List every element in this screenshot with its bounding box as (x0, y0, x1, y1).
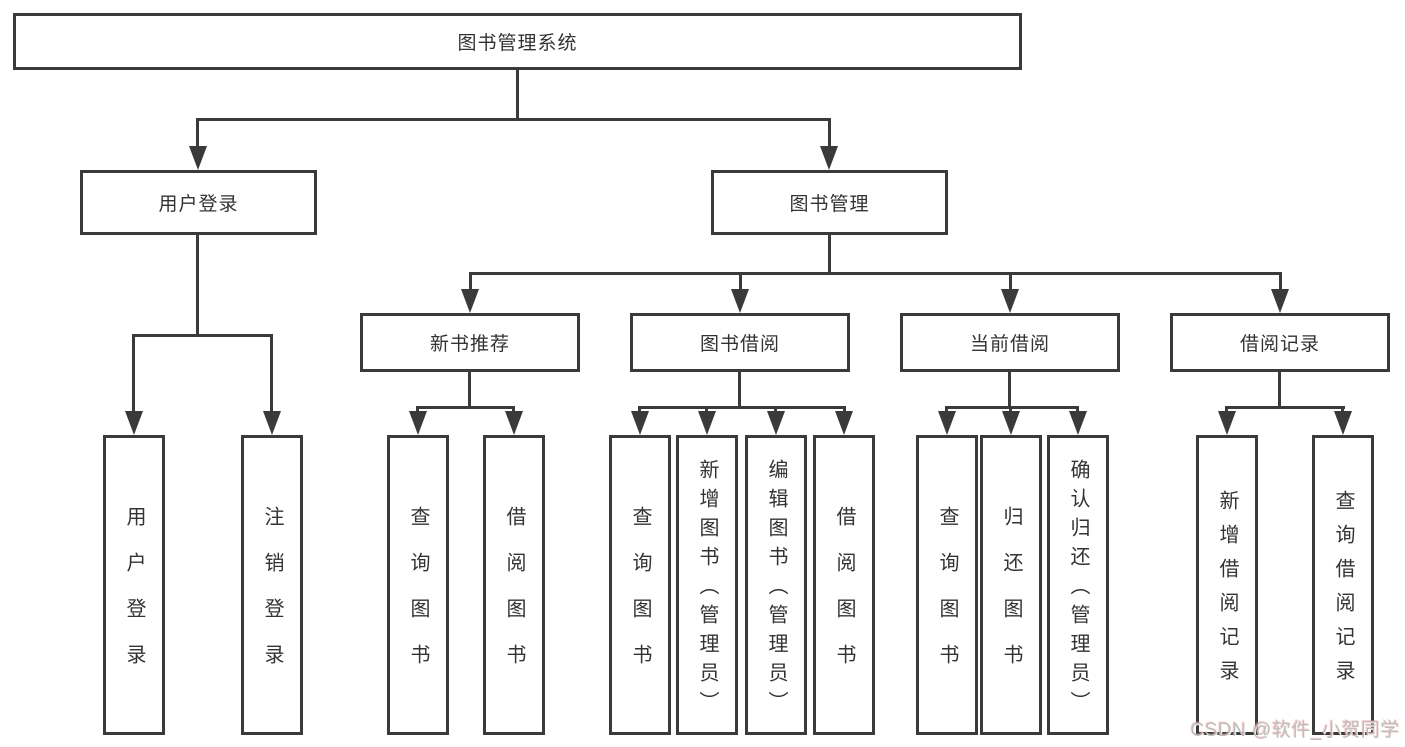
node-label: 图书管理 (789, 194, 870, 215)
node-book-management: 图书管理 (711, 170, 948, 235)
node-label: 查询图书 (936, 506, 958, 690)
down-arrowhead-icon (263, 411, 281, 435)
down-arrowhead-icon (767, 411, 785, 435)
connector-line (1279, 272, 1282, 293)
node-label: 查询借阅记录 (1332, 490, 1354, 694)
node-label: 确认归还（管理员） (1067, 459, 1089, 720)
connector-line (1009, 272, 1012, 293)
connector-line (468, 372, 471, 409)
node-new-book-recommendation: 新书推荐 (360, 313, 580, 372)
leaf-add-borrow-record: 新增借阅记录 (1196, 435, 1258, 735)
connector-line (196, 118, 831, 121)
connector-line (739, 272, 742, 293)
node-label: 新增图书（管理员） (696, 459, 718, 720)
node-label: 归还图书 (1000, 506, 1022, 690)
connector-line (132, 334, 273, 337)
down-arrowhead-icon (409, 411, 427, 435)
node-user-login: 用户登录 (80, 170, 317, 235)
leaf-query-borrow-record: 查询借阅记录 (1312, 435, 1374, 735)
down-arrowhead-icon (1002, 411, 1020, 435)
node-label: 新增借阅记录 (1216, 490, 1238, 694)
down-arrowhead-icon (1069, 411, 1087, 435)
connector-line (828, 235, 831, 275)
leaf-query-books-borrowing: 查询图书 (609, 435, 671, 735)
leaf-add-books-admin: 新增图书（管理员） (676, 435, 738, 735)
leaf-borrow-books: 借阅图书 (813, 435, 875, 735)
node-label: 借阅记录 (1239, 334, 1320, 355)
connector-line (469, 272, 472, 293)
node-root-library-management-system: 图书管理系统 (13, 13, 1022, 70)
down-arrowhead-icon (820, 146, 838, 170)
down-arrowhead-icon (505, 411, 523, 435)
down-arrowhead-icon (1218, 411, 1236, 435)
connector-line (416, 406, 515, 409)
leaf-query-books-recommend: 查询图书 (387, 435, 449, 735)
leaf-query-books-current: 查询图书 (916, 435, 978, 735)
down-arrowhead-icon (125, 411, 143, 435)
node-label: 用户登录 (123, 506, 145, 690)
connector-line (196, 235, 199, 337)
down-arrowhead-icon (698, 411, 716, 435)
connector-line (1278, 372, 1281, 409)
connector-line (638, 406, 846, 409)
leaf-confirm-return-admin: 确认归还（管理员） (1047, 435, 1109, 735)
connector-line (828, 118, 831, 152)
connector-line (738, 372, 741, 409)
down-arrowhead-icon (835, 411, 853, 435)
down-arrowhead-icon (1271, 289, 1289, 313)
connector-line (196, 118, 199, 152)
connector-line (1008, 372, 1011, 409)
down-arrowhead-icon (461, 289, 479, 313)
node-label: 编辑图书（管理员） (765, 459, 787, 720)
node-current-borrowing: 当前借阅 (900, 313, 1120, 372)
down-arrowhead-icon (731, 289, 749, 313)
connector-line (469, 272, 1282, 275)
leaf-user-login: 用户登录 (103, 435, 165, 735)
node-label: 新书推荐 (429, 334, 510, 355)
leaf-borrow-books-recommend: 借阅图书 (483, 435, 545, 735)
leaf-logout: 注销登录 (241, 435, 303, 735)
node-label: 借阅图书 (833, 506, 855, 690)
down-arrowhead-icon (1334, 411, 1352, 435)
node-book-borrowing: 图书借阅 (630, 313, 850, 372)
node-label: 用户登录 (158, 194, 239, 215)
leaf-return-books: 归还图书 (980, 435, 1042, 735)
connector-line (516, 70, 519, 121)
connector-line (945, 406, 1079, 409)
node-label: 借阅图书 (503, 506, 525, 690)
node-label: 注销登录 (261, 506, 283, 690)
connector-line (132, 334, 135, 416)
down-arrowhead-icon (189, 146, 207, 170)
down-arrowhead-icon (938, 411, 956, 435)
node-label: 当前借阅 (969, 334, 1050, 355)
down-arrowhead-icon (1001, 289, 1019, 313)
connector-line (1225, 406, 1345, 409)
node-borrowing-records: 借阅记录 (1170, 313, 1390, 372)
node-label: 图书管理系统 (457, 33, 578, 54)
connector-line (270, 334, 273, 416)
node-label: 查询图书 (629, 506, 651, 690)
node-label: 查询图书 (407, 506, 429, 690)
node-label: 图书借阅 (699, 334, 780, 355)
down-arrowhead-icon (631, 411, 649, 435)
leaf-edit-books-admin: 编辑图书（管理员） (745, 435, 807, 735)
